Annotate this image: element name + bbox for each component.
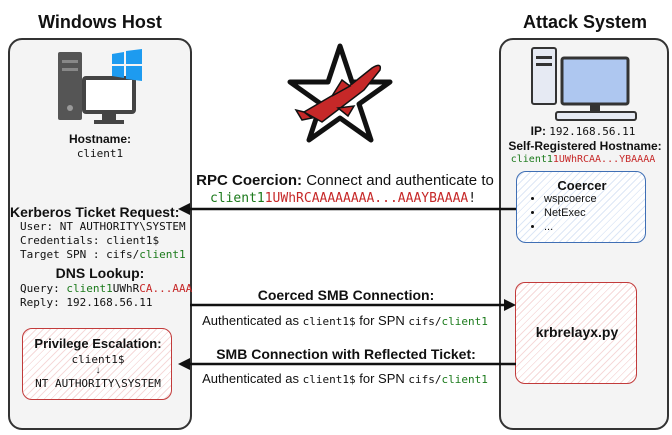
- hostname-label: Hostname:: [68, 132, 131, 146]
- dns-query-red: CA...AAA: [139, 282, 193, 295]
- kerberos-ticket-title: Kerberos Ticket Request:: [10, 204, 180, 220]
- coercer-item: ...: [544, 220, 597, 234]
- dns-lookup-title: DNS Lookup:: [55, 265, 145, 281]
- rpc-target-red: 1UWhRCAAAAAAAA...AAAYBAAAA: [264, 191, 469, 206]
- self-reg-red: 1UWhRCAA...YBAAAA: [552, 154, 656, 165]
- rpc-target-end: !: [468, 191, 477, 206]
- kerberos-user: User: NT AUTHORITY\SYSTEM: [20, 220, 186, 233]
- reflected-ticket-auth: Authenticated as client1$ for SPN cifs/c…: [188, 371, 502, 386]
- privesc-from: client1$: [71, 353, 125, 366]
- hostname-value: client1: [76, 147, 124, 160]
- krbrelayx-box: [515, 282, 637, 384]
- coercer-box: [516, 171, 646, 243]
- coerced-smb-title: Coerced SMB Connection:: [257, 287, 435, 303]
- self-reg-green: client1: [510, 154, 553, 165]
- attacker-ip-value: 192.168.56.11: [549, 125, 636, 138]
- coercer-item: wspcoerce: [544, 192, 597, 206]
- smb2-auth-text: Authenticated as: [202, 371, 299, 386]
- smb2-spn: cifs/client1: [408, 373, 487, 386]
- smb2-spn-prefix: cifs/: [408, 373, 442, 386]
- kerberos-credentials: Credentials: client1$: [20, 234, 160, 247]
- reflected-ticket-title: SMB Connection with Reflected Ticket:: [216, 346, 476, 362]
- reflected-ticket-arrow: [178, 358, 516, 370]
- coercer-item: NetExec: [544, 206, 597, 220]
- rpc-coercion-arrow: [178, 203, 516, 215]
- smb1-spn-prefix: cifs/: [408, 315, 442, 328]
- attacker-ip: IP: 192.168.56.11: [500, 124, 666, 138]
- krbrelayx-label: krbrelayx.py: [535, 324, 619, 340]
- kerberos-spn-prefix: Target SPN : cifs/: [20, 248, 140, 261]
- smb2-spn-host: client1: [441, 373, 488, 386]
- smb2-for-text: for SPN: [359, 371, 405, 386]
- windows-logo-icon: [112, 49, 142, 81]
- dns-query-green: client1: [66, 282, 113, 295]
- self-registered-hostname-label: Self-Registered Hostname:: [508, 139, 662, 153]
- rpc-coercion-bold: RPC Coercion:: [196, 172, 303, 189]
- attack-computer-icon: [531, 47, 637, 121]
- kerberos-spn-host: client1: [139, 248, 186, 261]
- dns-query-middle: UWhR: [112, 282, 140, 295]
- coercer-title: Coercer: [557, 178, 607, 193]
- dns-query: Query: client1UWhRCA...AAA: [20, 282, 192, 295]
- self-registered-hostname-value: client11UWhRCAA...YBAAAA: [500, 154, 666, 165]
- dns-query-prefix: Query:: [20, 282, 67, 295]
- privilege-escalation-box: [22, 328, 172, 400]
- smb2-account: client1$: [302, 373, 356, 386]
- rpc-coercion-text: Connect and authenticate to: [306, 172, 494, 189]
- rpc-coercion-target: client11UWhRCAAAAAAAA...AAAYBAAAA!: [193, 191, 493, 206]
- kerberos-target-spn: Target SPN : cifs/client1: [20, 248, 186, 261]
- attack-system-title: Attack System: [522, 12, 648, 32]
- smb1-account: client1$: [302, 315, 356, 328]
- dns-reply: Reply: 192.168.56.11: [20, 296, 153, 309]
- rpc-target-green: client1: [209, 191, 265, 206]
- rpc-coercion-line1: RPC Coercion: Connect and authenticate t…: [193, 172, 497, 189]
- smb1-spn: cifs/client1: [408, 315, 487, 328]
- smb1-auth-text: Authenticated as: [202, 313, 299, 328]
- privesc-arrow-icon: ↓: [95, 365, 101, 376]
- coerced-smb-arrow: [190, 299, 516, 311]
- rocket-star-logo-icon: [287, 43, 393, 143]
- windows-host-title: Windows Host: [38, 12, 162, 32]
- attacker-ip-label: IP:: [530, 124, 546, 138]
- coerced-smb-auth: Authenticated as client1$ for SPN cifs/c…: [188, 313, 502, 328]
- smb1-spn-host: client1: [441, 315, 488, 328]
- coercer-tool-list: wspcoerce NetExec ...: [526, 192, 597, 234]
- smb1-for-text: for SPN: [359, 313, 405, 328]
- privesc-to: NT AUTHORITY\SYSTEM: [35, 377, 161, 390]
- windows-computer-icon: [58, 49, 142, 124]
- privesc-title: Privilege Escalation:: [34, 336, 162, 351]
